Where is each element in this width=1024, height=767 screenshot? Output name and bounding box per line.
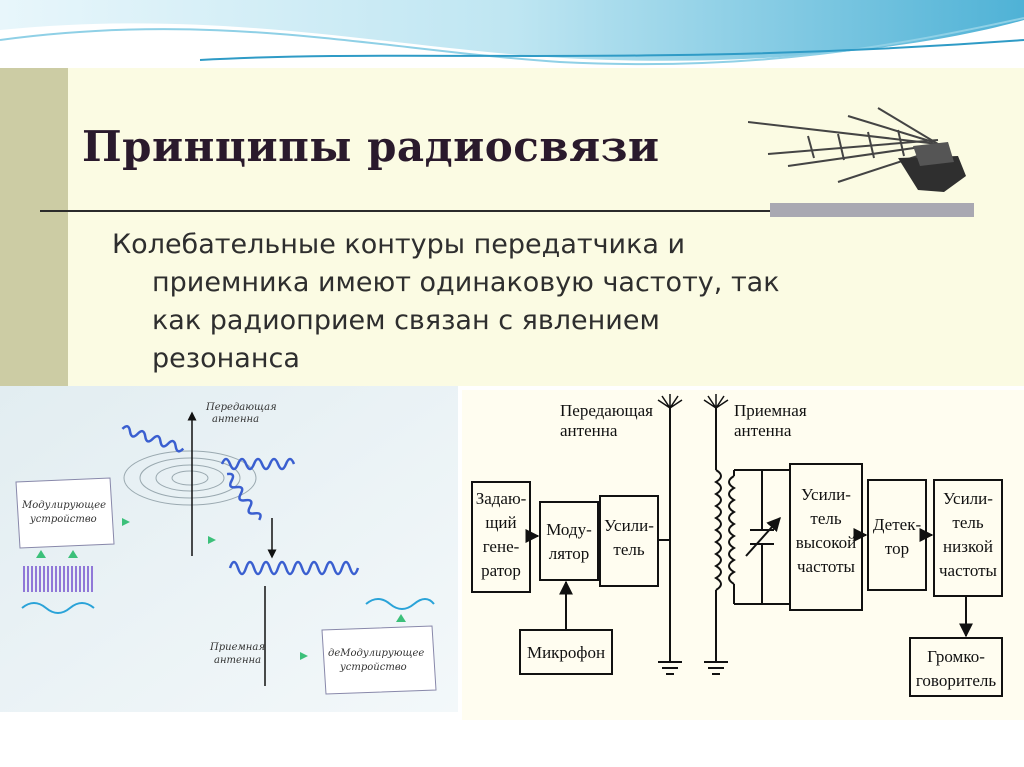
box-modulator xyxy=(539,501,599,581)
box-loudspeaker xyxy=(909,637,1003,697)
body-line-1: Колебательные контуры передатчика и xyxy=(112,229,686,260)
bd-tx-antenna-label-2: антенна xyxy=(560,421,618,440)
rf-amplifier-line-4: частоты xyxy=(797,557,856,576)
box-af-amplifier xyxy=(933,479,1003,597)
title-accent-bar xyxy=(770,203,974,217)
detector-line-2: тор xyxy=(885,539,909,558)
tx-antenna-label-2: антенна xyxy=(212,414,259,425)
background-panel xyxy=(0,68,1024,386)
master-oscillator-line-1: Задаю- xyxy=(476,489,527,508)
microphone-label: Микрофон xyxy=(527,643,605,662)
antenna-tips xyxy=(657,394,729,410)
carrier-signal xyxy=(23,566,93,592)
rx-antenna-label-2: антенна xyxy=(214,655,261,666)
af-amplifier-line-2: тель xyxy=(952,513,983,532)
green-arrow-icon xyxy=(122,518,130,526)
tx-amplifier-line-1: Усили- xyxy=(604,516,654,535)
wave-packets xyxy=(121,424,360,576)
master-oscillator-line-3: гене- xyxy=(483,537,520,556)
slide-title: Принципы радиосвязи xyxy=(82,122,660,171)
demodulator-box: деМодулирующее устройство xyxy=(321,625,437,695)
bd-tx-antenna-label-1: Передающая xyxy=(560,401,653,420)
tx-amplifier-line-2: тель xyxy=(613,540,644,559)
bd-rx-antenna-label-1: Приемная xyxy=(734,401,807,420)
green-arrow-icon xyxy=(396,614,406,622)
green-arrow-icon xyxy=(36,550,46,558)
demodulator-label-2: устройство xyxy=(339,662,407,673)
modulator-label-2: устройство xyxy=(29,514,97,525)
modulator-line-2: лятор xyxy=(549,544,590,563)
left-accent-bar xyxy=(0,68,68,386)
rf-amplifier-line-3: высокой xyxy=(796,533,857,552)
modulator-label-1: Модулирующее xyxy=(21,500,106,511)
detector-line-1: Детек- xyxy=(873,515,922,534)
green-arrow-icon xyxy=(300,652,308,660)
audio-signal-right xyxy=(365,598,435,610)
wave-propagation-diagram: Передающая антенна Приемная антенна Моду… xyxy=(0,386,458,712)
loudspeaker-line-2: говоритель xyxy=(916,671,997,690)
body-line-4: резонанса xyxy=(152,343,300,374)
audio-signal-left xyxy=(21,602,95,614)
green-arrow-icon xyxy=(68,550,78,558)
demodulator-label-1: деМодулирующее xyxy=(328,648,424,659)
modulator-line-1: Моду- xyxy=(546,520,592,539)
top-wave-decoration xyxy=(0,0,1024,66)
tv-antenna-icon xyxy=(748,107,966,192)
bd-rx-antenna-label-2: антенна xyxy=(734,421,792,440)
radiation-rings xyxy=(123,450,257,506)
master-oscillator-line-4: ратор xyxy=(481,561,521,580)
af-amplifier-line-4: частоты xyxy=(939,561,998,580)
radio-block-diagram: Передающая антенна Приемная антенна Зада… xyxy=(462,390,1024,720)
rx-antenna-label-1: Приемная xyxy=(209,642,265,653)
af-amplifier-line-3: низкой xyxy=(943,537,993,556)
loudspeaker-line-1: Громко- xyxy=(927,647,985,666)
rf-amplifier-line-1: Усили- xyxy=(801,485,851,504)
modulator-box: Модулирующее устройство xyxy=(15,477,115,549)
title-underline xyxy=(40,210,770,212)
tx-antenna-label-1: Передающая xyxy=(205,402,277,413)
body-text: Колебательные контуры передатчика и прие… xyxy=(112,226,992,378)
rf-amplifier-line-2: тель xyxy=(810,509,841,528)
master-oscillator-line-2: щий xyxy=(485,513,516,532)
green-arrow-icon xyxy=(208,536,216,544)
af-amplifier-line-1: Усили- xyxy=(943,489,993,508)
body-line-3: как радиоприем связан с явлением xyxy=(152,305,660,336)
body-line-2: приемника имеют одинаковую частоту, так xyxy=(152,267,780,298)
